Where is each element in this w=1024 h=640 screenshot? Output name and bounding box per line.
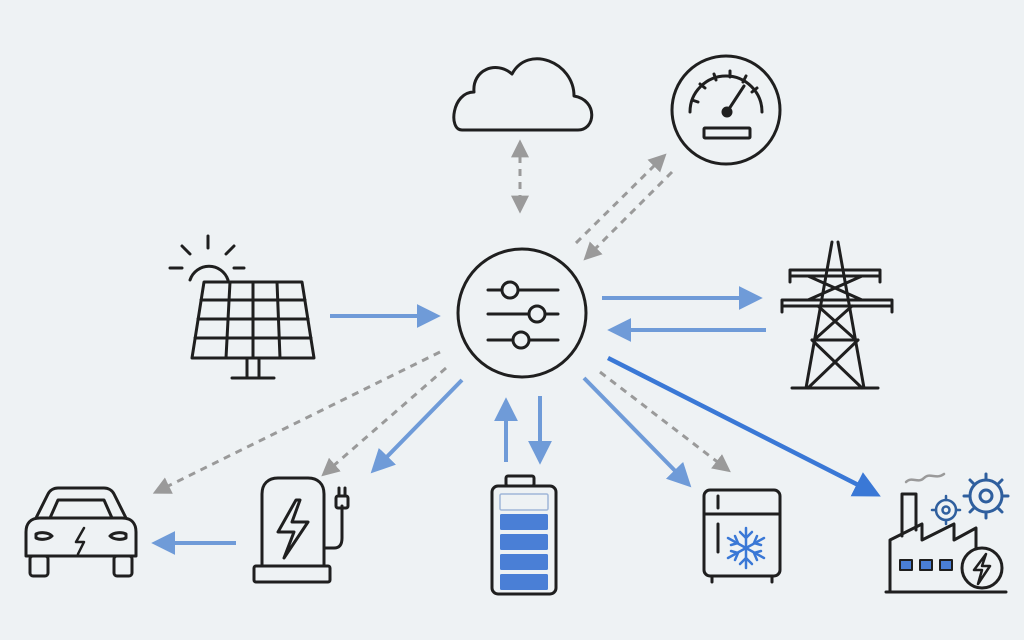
controller-node[interactable] (456, 247, 588, 379)
ev-node[interactable] (24, 486, 138, 578)
arrow-meter-controller (583, 170, 674, 261)
solar-node[interactable] (168, 234, 316, 380)
sliders-icon (486, 280, 560, 350)
factory-icon (884, 472, 1008, 594)
fridge-node[interactable] (702, 488, 782, 584)
ev-charger-icon (252, 476, 350, 584)
arrow-controller-fridge-data (599, 370, 731, 473)
electric-car-icon (24, 486, 138, 578)
arrow-controller-fridge-power (582, 376, 692, 488)
battery-cell (500, 574, 548, 590)
gear-icon-large (962, 472, 1010, 520)
arrow-controller-ev (152, 350, 441, 494)
cloud-icon (452, 57, 594, 132)
battery-cell (500, 554, 548, 570)
battery-charge-cells (499, 493, 549, 590)
gauge-icon (670, 54, 782, 166)
battery-cell (500, 514, 548, 530)
sun-icon (168, 234, 246, 282)
meter-node[interactable] (670, 54, 782, 166)
grid-node[interactable] (780, 240, 894, 390)
arrow-controller-charger-power (370, 378, 464, 474)
snowflake-icon (726, 526, 766, 570)
connections (151, 139, 881, 555)
battery-cell (499, 493, 549, 511)
solar-panel-icon (190, 280, 316, 380)
arrow-controller-meter (574, 153, 667, 245)
charger-node[interactable] (252, 476, 350, 584)
gear-icon-small (930, 494, 962, 526)
refrigerator-icon (702, 488, 782, 584)
arrow-controller-factory (606, 355, 881, 497)
battery-icon (490, 474, 558, 596)
battery-cell (500, 534, 548, 550)
arrow-controller-charger-data (321, 366, 447, 477)
factory-node[interactable] (884, 472, 1010, 594)
transmission-tower-icon (780, 240, 894, 390)
cloud-node[interactable] (452, 57, 594, 132)
battery-node[interactable] (490, 474, 558, 596)
lightning-badge-icon (960, 546, 1004, 590)
